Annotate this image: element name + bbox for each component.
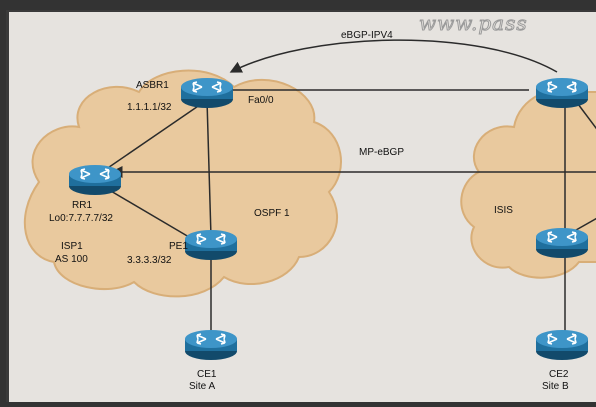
rr1-name: RR1	[72, 200, 92, 211]
ce1-site: Site A	[189, 381, 215, 392]
watermark: www.pass	[419, 12, 528, 35]
router-ce2	[535, 329, 589, 361]
network-topology-diagram: eBGP-IPV4 MP-eBGP ASBR1 1.1.1.1/32 Fa0/0…	[23, 12, 596, 392]
router-ce1	[184, 329, 238, 361]
router-pe2	[535, 227, 589, 259]
rr1-address: Lo0:7.7.7.7/32	[49, 213, 113, 224]
isp1-cloud	[23, 69, 342, 298]
router-asbr1	[180, 77, 234, 109]
ce1-name: CE1	[197, 369, 217, 380]
isp1-as-label: AS 100	[55, 254, 88, 265]
asbr1-name: ASBR1	[136, 80, 169, 91]
ce2-name: CE2	[549, 369, 569, 380]
link-rr1-pe1	[98, 183, 190, 238]
pe1-name: PE1	[169, 241, 188, 252]
ce2-site: Site B	[542, 381, 569, 392]
diagram-canvas: eBGP-IPV4 MP-eBGP ASBR1 1.1.1.1/32 Fa0/0…	[6, 10, 596, 402]
mp-ebgp-label: MP-eBGP	[359, 147, 404, 158]
router-rr1	[68, 164, 122, 196]
isis-label: ISIS	[494, 205, 513, 216]
ebgp-ipv4-session-arc	[229, 39, 558, 73]
ebgp-ipv4-label: eBGP-IPV4	[341, 30, 393, 41]
link-asbr1-pe1	[206, 99, 212, 238]
link-asbr1-rr1	[98, 99, 208, 175]
asbr1-address: 1.1.1.1/32	[127, 102, 172, 113]
ospf-label: OSPF 1	[254, 208, 290, 219]
isp1-label: ISP1	[61, 241, 83, 252]
pe1-address: 3.3.3.3/32	[127, 255, 172, 266]
asbr1-interface: Fa0/0	[248, 95, 274, 106]
router-asbr2	[535, 77, 589, 109]
router-pe1	[184, 229, 238, 261]
